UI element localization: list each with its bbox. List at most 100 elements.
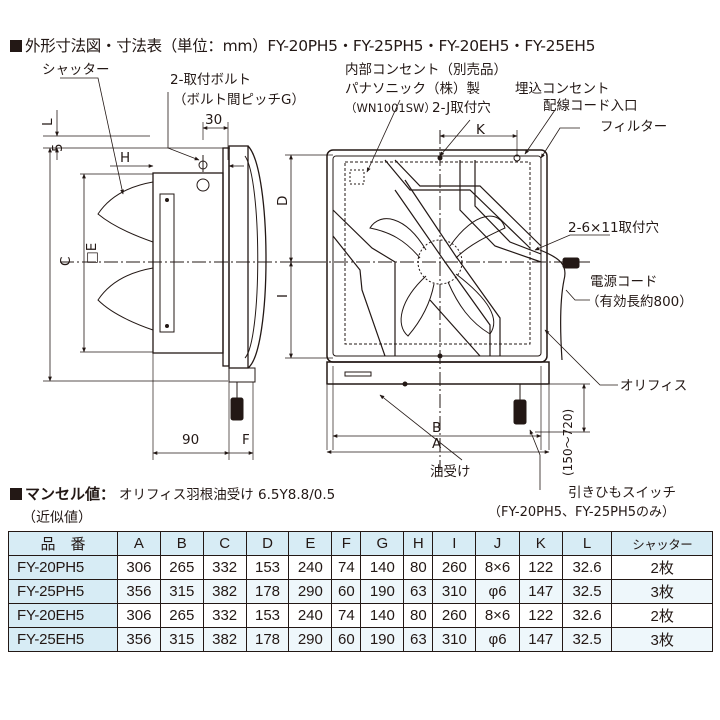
column-header: シャッター (611, 531, 713, 556)
table-cell: 60 (331, 579, 362, 604)
table-cell: 315 (159, 579, 204, 604)
table-cell: 260 (432, 603, 477, 628)
label-mount-holes: 2-6×11取付穴 (568, 220, 659, 236)
page-title: 外形寸法図・寸法表（単位：mm）FY-20PH5・FY-25PH5・FY-20E… (10, 34, 596, 56)
munsell-value: オリフィス羽根油受け 6.5Y8.8/0.5 (119, 487, 336, 503)
table-cell: 290 (288, 627, 333, 652)
column-header: 品 番 (8, 531, 118, 556)
column-header: I (432, 531, 477, 556)
table-cell: φ6 (475, 579, 520, 604)
label-dim-C: C (58, 257, 74, 266)
table-cell: 190 (360, 627, 405, 652)
table-cell: 32.6 (561, 603, 613, 628)
label-dim-30: 30 (205, 112, 222, 128)
column-header: B (159, 531, 204, 556)
label-panasonic: パナソニック（株）製 (345, 81, 480, 97)
table-cell: 32.5 (561, 579, 613, 604)
column-header: A (117, 531, 161, 556)
table-cell: 140 (360, 603, 405, 628)
label-mount-bolt: 2-取付ボルト (170, 72, 251, 88)
table-cell: 356 (117, 579, 161, 604)
label-bolt-pitch: （ボルト間ピッチG） (173, 92, 305, 108)
label-dim-L: L (40, 118, 56, 126)
table-cell: 32.5 (561, 627, 613, 652)
munsell-heading: マンセル値： (25, 485, 116, 503)
table-cell: 382 (202, 579, 247, 604)
table-cell: 306 (117, 555, 161, 580)
shutter-blade (97, 181, 154, 243)
table-cell: 60 (331, 627, 362, 652)
table-cell: 332 (202, 555, 247, 580)
table-cell: 122 (518, 603, 563, 628)
table-cell: 2枚 (611, 555, 713, 580)
table-cell: 147 (518, 579, 563, 604)
model-cell: FY-20PH5 (8, 555, 118, 580)
table-cell: 74 (331, 603, 362, 628)
table-cell: 63 (403, 627, 434, 652)
munsell-line: マンセル値：オリフィス羽根油受け 6.5Y8.8/0.5 (10, 483, 335, 504)
table-cell: 8×6 (475, 555, 520, 580)
table-cell: 178 (245, 627, 290, 652)
label-dim-I: I (275, 294, 291, 298)
column-header: F (331, 531, 362, 556)
table-cell: 80 (403, 603, 434, 628)
model-cell: FY-20EH5 (8, 603, 118, 628)
table-cell: 265 (159, 555, 204, 580)
label-dim-E: □E (84, 243, 100, 264)
front-view (285, 99, 618, 490)
side-view (43, 77, 320, 460)
table-cell: 140 (360, 555, 405, 580)
label-cord-inlet: 配線コード入口 (543, 98, 638, 114)
column-header: D (245, 531, 290, 556)
table-cell: 240 (288, 603, 333, 628)
label-dim-D: D (275, 196, 291, 206)
column-header: L (561, 531, 613, 556)
table-cell: 356 (117, 627, 161, 652)
label-orifice: オリフィス (620, 378, 687, 394)
label-j-holes: 2-J取付穴 (432, 100, 491, 116)
column-header: H (403, 531, 434, 556)
column-header: K (518, 531, 563, 556)
munsell-approx: （近似値） (22, 510, 92, 526)
table-cell: 310 (432, 627, 477, 652)
label-pull-range: (150〜720) (561, 409, 575, 476)
table-cell: 332 (202, 603, 247, 628)
label-dim-H: H (120, 150, 130, 166)
column-header: E (288, 531, 333, 556)
table-cell: 122 (518, 555, 563, 580)
table-cell: φ6 (475, 627, 520, 652)
label-filter: フィルター (600, 119, 667, 135)
label-dim-B: B (432, 420, 441, 436)
table-cell: 265 (159, 603, 204, 628)
table-cell: 153 (245, 603, 290, 628)
label-internal-outlet: 内部コンセント（別売品） (345, 62, 507, 78)
table-cell: 290 (288, 579, 333, 604)
column-header: G (360, 531, 405, 556)
table-cell: 74 (331, 555, 362, 580)
label-embedded-outlet: 埋込コンセント (515, 81, 610, 97)
table-cell: 153 (245, 555, 290, 580)
label-shutter: シャッター (42, 62, 110, 78)
label-cord-length: （有効長約800） (586, 294, 693, 310)
table-cell: 240 (288, 555, 333, 580)
table-cell: 315 (159, 627, 204, 652)
label-dim-A: A (432, 436, 442, 452)
table-cell: 63 (403, 579, 434, 604)
table-cell: 3枚 (611, 579, 713, 604)
model-cell: FY-25PH5 (8, 579, 118, 604)
table-cell: 80 (403, 555, 434, 580)
label-dim-K: K (476, 122, 486, 138)
label-wn1001sw: （WN1001SW） (345, 101, 436, 115)
table-cell: 260 (432, 555, 477, 580)
column-header: J (475, 531, 520, 556)
label-dim-F: F (242, 432, 250, 448)
table-cell: 32.6 (561, 555, 613, 580)
